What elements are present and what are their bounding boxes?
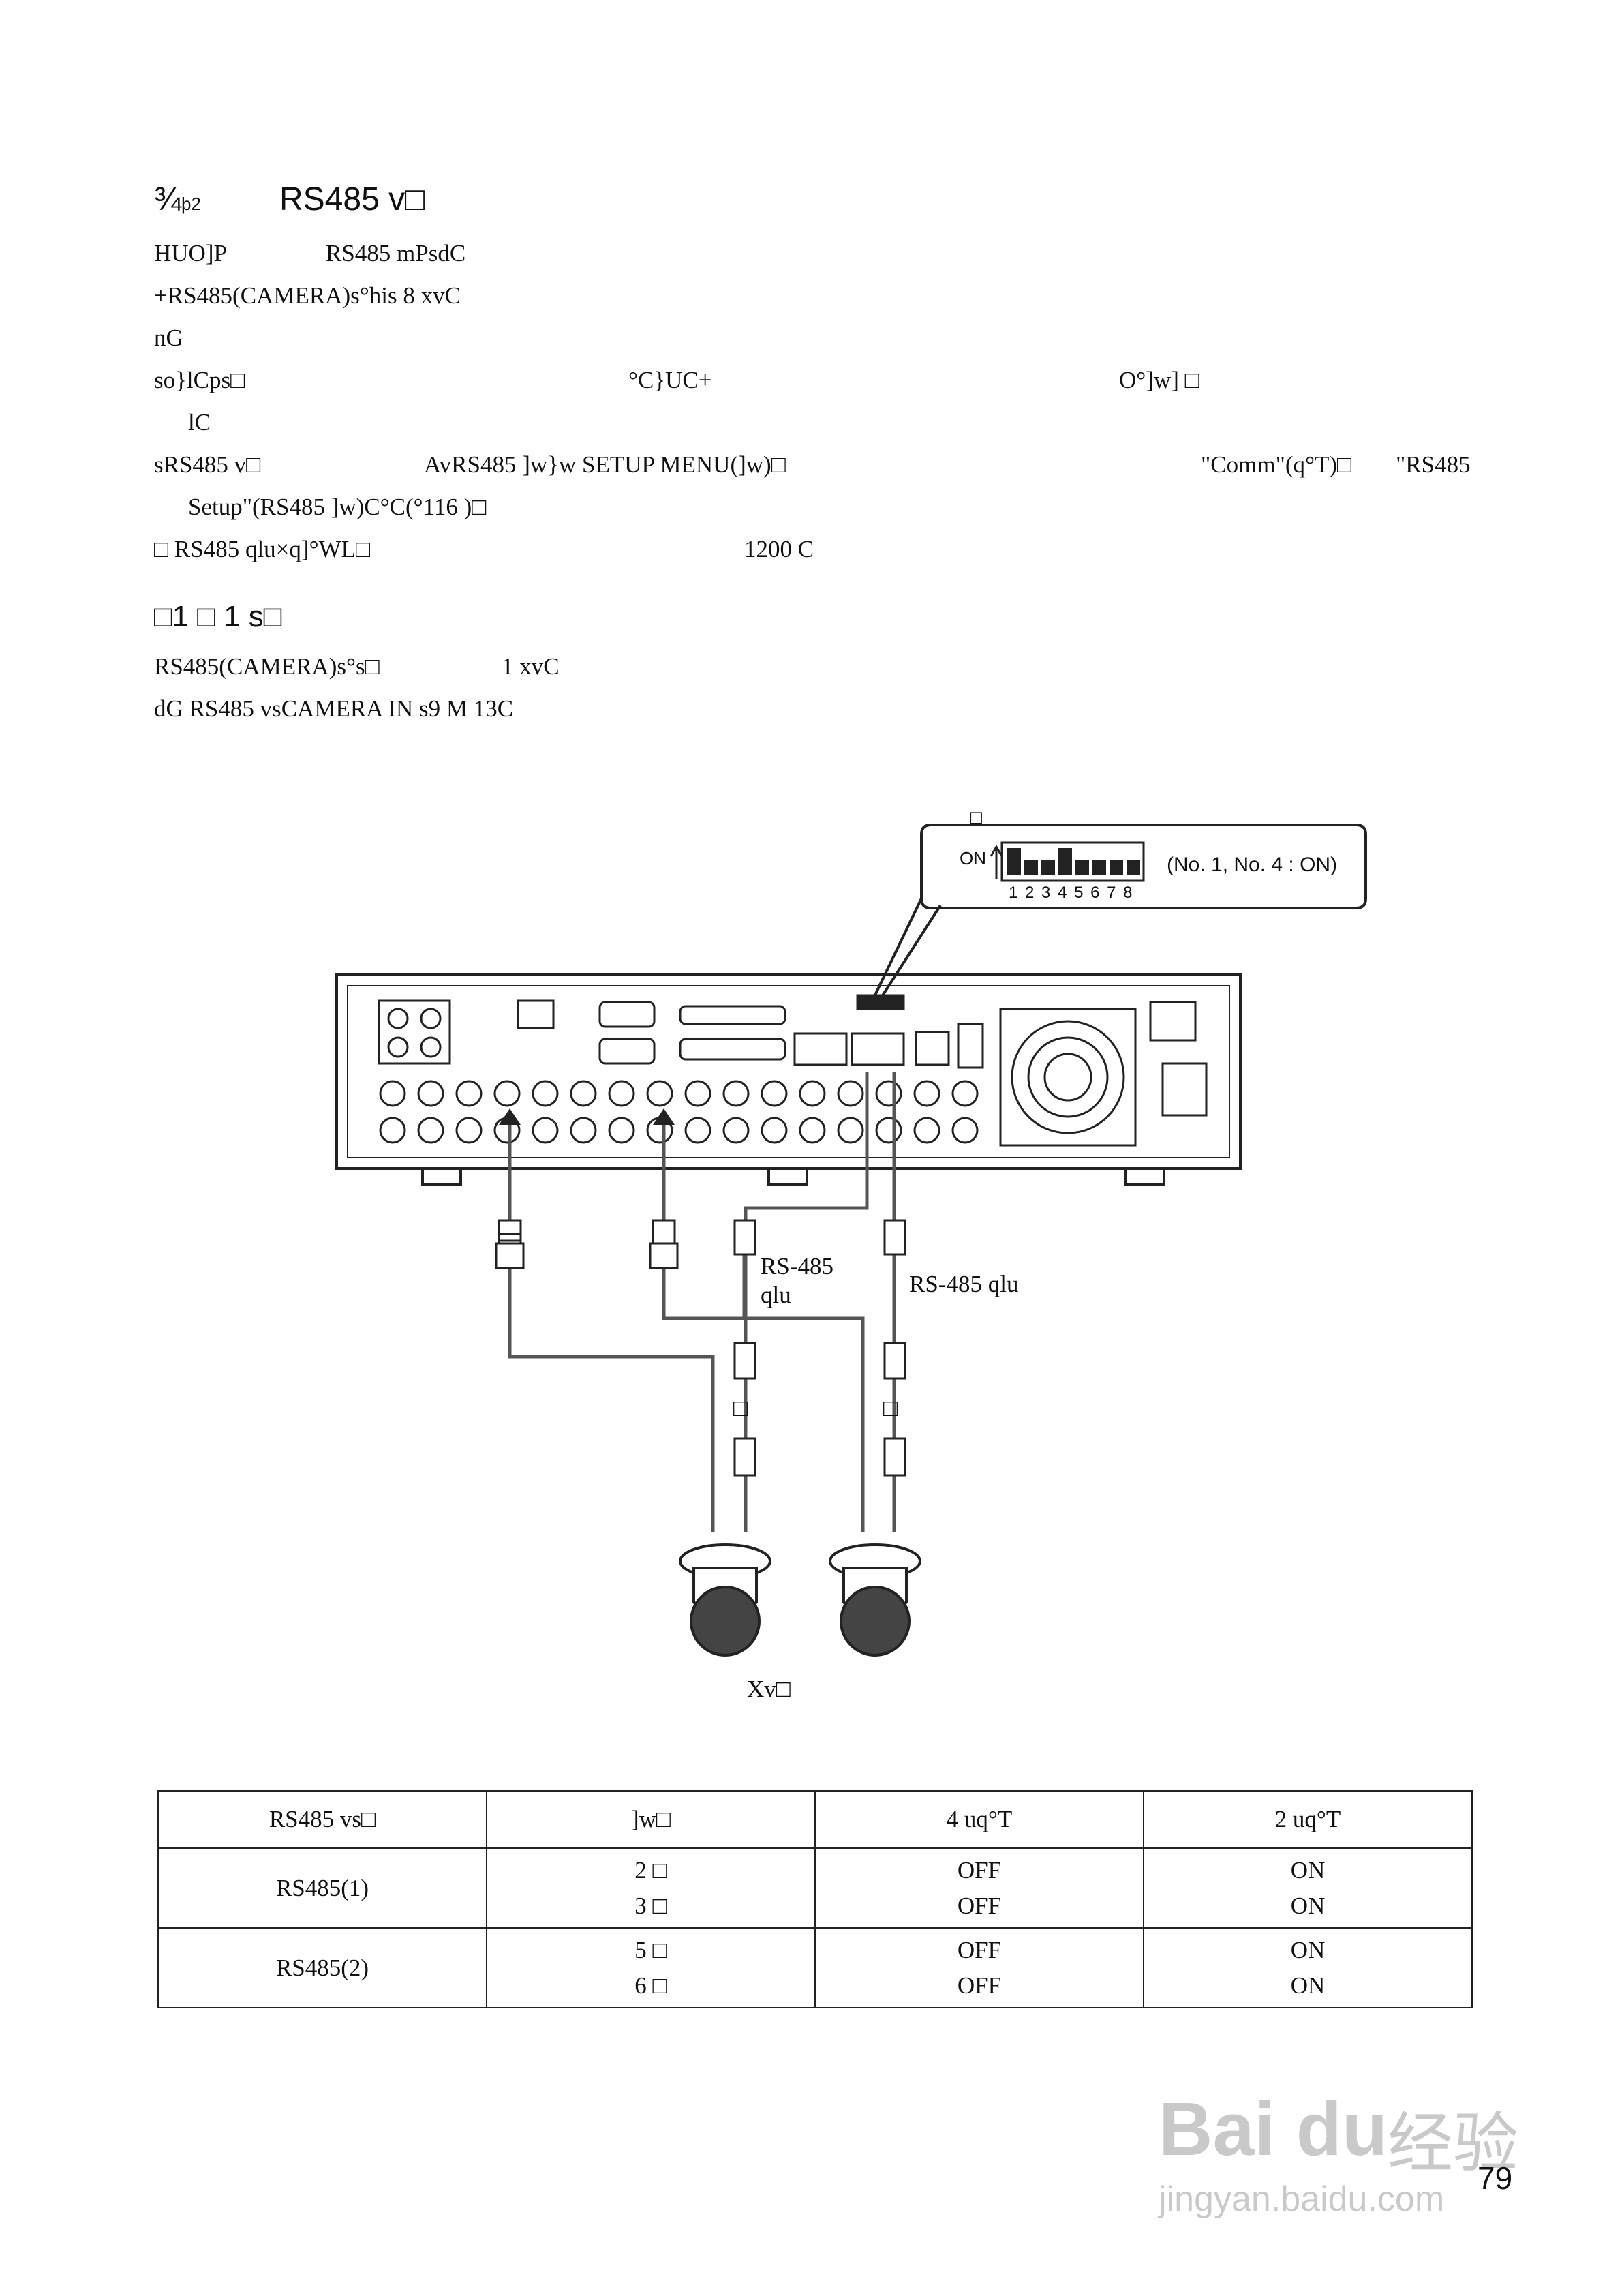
cable-label-rs485: qlu bbox=[761, 1282, 791, 1308]
fan-housing bbox=[999, 1008, 1137, 1147]
callout-marker: □ bbox=[970, 807, 982, 828]
dip-note: (No. 1, No. 4 : ON) bbox=[1167, 854, 1338, 876]
paragraph-line: +RS485(CAMERA)s°his 8 xvC bbox=[154, 282, 461, 309]
table-header-cell: ]w□ bbox=[486, 1790, 816, 1849]
paragraph-line: RS485 mPsdC bbox=[326, 240, 466, 267]
paragraph-line: "RS485 bbox=[1396, 451, 1471, 478]
paragraph-line: sRS485 v□ bbox=[154, 451, 261, 478]
fan-grille bbox=[1011, 1020, 1125, 1134]
table-cell: 5 □6 □ bbox=[486, 1927, 816, 2008]
table-header-cell: 2 uq°T bbox=[1143, 1790, 1473, 1849]
table-header-cell: 4 uq°T bbox=[814, 1790, 1144, 1849]
serial-port bbox=[598, 1001, 656, 1028]
paragraph-line: RS485(CAMERA)s°s□ bbox=[154, 653, 380, 680]
table-header-row: RS485 vs□ ]w□ 4 uq°T 2 uq°T bbox=[157, 1790, 1473, 1849]
camera-caption: Xv□ bbox=[747, 1676, 791, 1702]
rs485-jack bbox=[793, 1032, 848, 1066]
callout-pointer bbox=[871, 898, 942, 1002]
alarm-port bbox=[679, 1005, 786, 1025]
dip-callout-bubble bbox=[920, 824, 1367, 909]
page-number: 79 bbox=[1478, 2160, 1513, 2196]
recorder-foot bbox=[1124, 1167, 1165, 1186]
watermark-cn: 经验 bbox=[1388, 2107, 1518, 2180]
table-cell: 2 □3 □ bbox=[486, 1847, 816, 1929]
rs485-jack bbox=[851, 1032, 905, 1066]
table-header-cell: RS485 vs□ bbox=[157, 1790, 487, 1849]
paragraph-line: "Comm"(q°T)□ bbox=[1201, 451, 1352, 478]
paragraph-line: so}lCps□ bbox=[154, 367, 245, 393]
paragraph-line: nG bbox=[154, 324, 183, 351]
serial-port bbox=[598, 1038, 656, 1065]
power-inlet bbox=[1161, 1062, 1208, 1117]
dip-number-row: 1 2 3 4 5 6 7 8 bbox=[1009, 883, 1134, 902]
coupler-marker: □ bbox=[883, 1395, 898, 1421]
dip-settings-table: RS485 vs□ ]w□ 4 uq°T 2 uq°T RS485(1) 2 □… bbox=[157, 1790, 1473, 2008]
coupler-marker: □ bbox=[733, 1395, 748, 1421]
paragraph-line: O°]w] □ bbox=[1119, 367, 1199, 393]
paragraph-line: lC bbox=[188, 409, 211, 436]
section-title: RS485 v□ bbox=[279, 181, 425, 217]
bnc-connectors bbox=[379, 1080, 979, 1144]
paragraph-line: 1200 C bbox=[744, 536, 814, 562]
recorder-foot bbox=[767, 1167, 808, 1186]
dip-on-label: ON bbox=[960, 848, 986, 868]
paragraph-line: □ RS485 qlu×q]°WL□ bbox=[154, 536, 371, 562]
paragraph-line: AvRS485 ]w}w SETUP MENU(]w)□ bbox=[424, 451, 786, 478]
cable-plugs bbox=[495, 1219, 906, 1477]
sub-heading: □1 □ 1 s□ bbox=[154, 600, 282, 633]
paragraph-line: Setup"(RS485 ]w)C°C(°116 )□ bbox=[188, 494, 487, 520]
paragraph-line: HUO]P bbox=[154, 240, 227, 267]
cable-label-rs485: RS-485 qlu bbox=[909, 1271, 1019, 1297]
table-cell: RS485(1) bbox=[157, 1847, 487, 1929]
section-number: ¾þ2 bbox=[154, 181, 201, 217]
power-switch bbox=[1149, 1001, 1197, 1042]
recorder-foot bbox=[421, 1167, 462, 1186]
recorder-body bbox=[335, 973, 1242, 1170]
lan-port bbox=[915, 1031, 950, 1066]
coax-cable-1 bbox=[508, 1115, 715, 1532]
cable-label-rs485: RS-485 bbox=[761, 1253, 833, 1280]
recorder-panel bbox=[347, 985, 1230, 1158]
coax-cable-2 bbox=[662, 1115, 865, 1532]
paragraph-line: 1 xvC bbox=[502, 653, 560, 680]
dome-cameras bbox=[679, 1543, 921, 1657]
watermark-url: jingyan.baidu.com bbox=[1159, 2179, 1445, 2219]
paragraph-line: dG RS485 vsCAMERA IN s9 M 13C bbox=[154, 695, 514, 722]
dip-switch-block bbox=[990, 841, 1145, 882]
audio-terminal bbox=[378, 999, 451, 1065]
table-cell: RS485(2) bbox=[157, 1927, 487, 2008]
alarm-port bbox=[679, 1038, 786, 1061]
watermark-brand: Bai du bbox=[1159, 2087, 1388, 2171]
paragraph-line: °C}UC+ bbox=[628, 367, 712, 393]
usb-port bbox=[957, 1023, 984, 1069]
